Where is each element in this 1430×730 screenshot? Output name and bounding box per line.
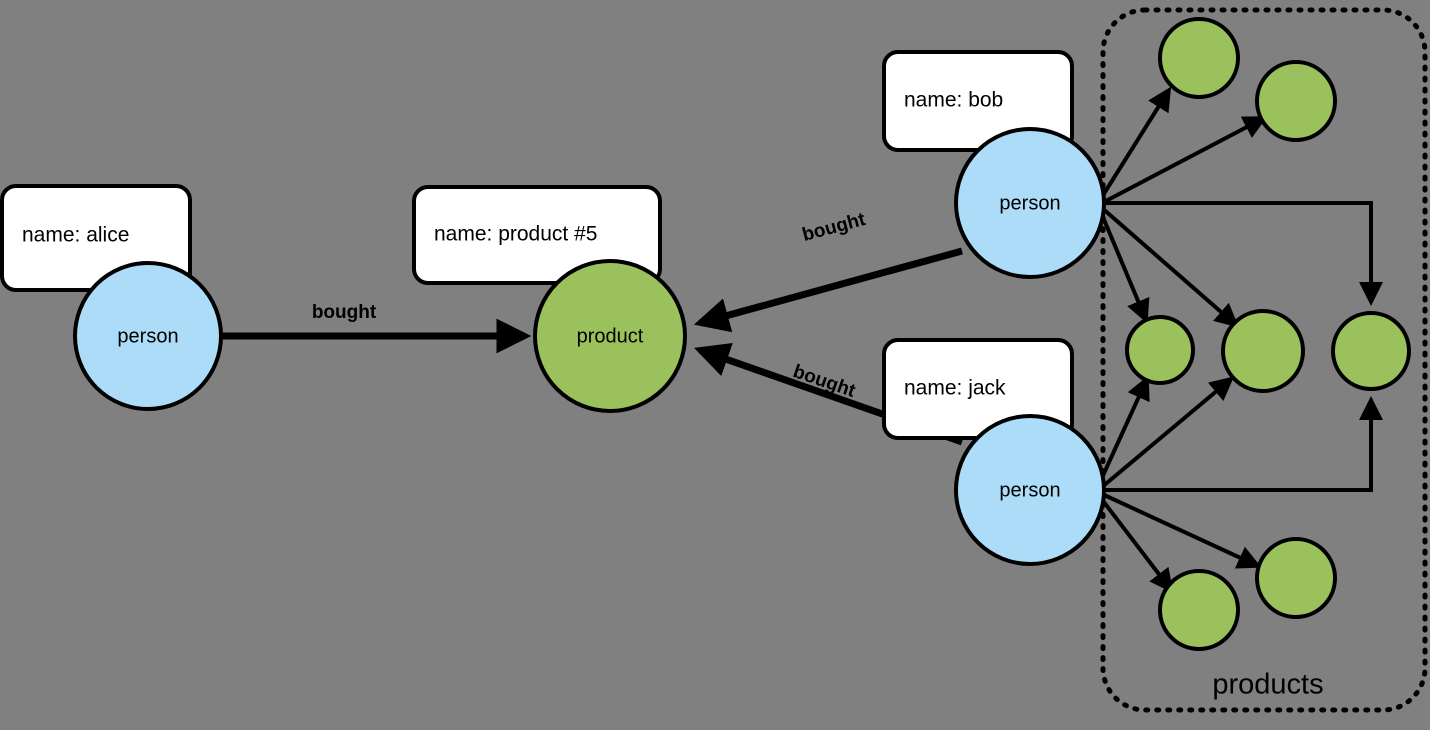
- node-alice-label: person: [117, 325, 178, 347]
- edge-bob-to-product-5: [1104, 201, 1383, 306]
- edge-jack-to-product-3: [1098, 375, 1150, 483]
- edge-jack-to-product-6: [1098, 495, 1174, 594]
- edge-bob-to-product-4: [1100, 206, 1240, 328]
- product-circle-6[interactable]: [1158, 569, 1240, 651]
- node-product5-label: product: [577, 325, 644, 347]
- products-group-outline: [1100, 7, 1428, 713]
- product-circle-4[interactable]: [1221, 309, 1305, 393]
- node-bob[interactable]: [954, 127, 1106, 279]
- node-alice[interactable]: [73, 261, 223, 411]
- product-circle-3[interactable]: [1125, 315, 1195, 385]
- main-nodes: [73, 127, 1106, 566]
- product5-property-box: [412, 185, 662, 285]
- node-product5[interactable]: [533, 259, 687, 413]
- edge-label-bob-bought: bought: [800, 209, 868, 246]
- edge-bob-bought-product: [693, 247, 963, 333]
- product5-property-label: name: product #5: [434, 223, 597, 246]
- jack-property-label: name: jack: [904, 377, 1006, 400]
- bob-product-edges: [1098, 86, 1383, 328]
- edge-bob-to-product-2: [1101, 116, 1268, 205]
- edge-bob-to-product-1: [1098, 86, 1172, 202]
- edge-jack-to-product-4: [1100, 376, 1235, 489]
- edge-jack-to-product-5: [1104, 396, 1383, 492]
- edge-bob-to-product-3: [1098, 209, 1150, 324]
- jack-product-edges: [1098, 375, 1383, 594]
- product-circles: [1125, 17, 1411, 651]
- node-bob-label: person: [999, 192, 1060, 214]
- edge-label-alice-bought: bought: [312, 302, 377, 323]
- edge-jack-to-product-7: [1101, 492, 1262, 569]
- node-jack[interactable]: [954, 414, 1106, 566]
- product-circle-1[interactable]: [1158, 17, 1240, 99]
- bob-property-label: name: bob: [904, 89, 1003, 112]
- product-circle-5[interactable]: [1331, 311, 1411, 391]
- product-circle-2[interactable]: [1255, 60, 1337, 142]
- product-circle-7[interactable]: [1255, 537, 1337, 619]
- node-jack-label: person: [999, 479, 1060, 501]
- products-group-label: products: [1212, 669, 1323, 701]
- alice-property-label: name: alice: [22, 224, 129, 247]
